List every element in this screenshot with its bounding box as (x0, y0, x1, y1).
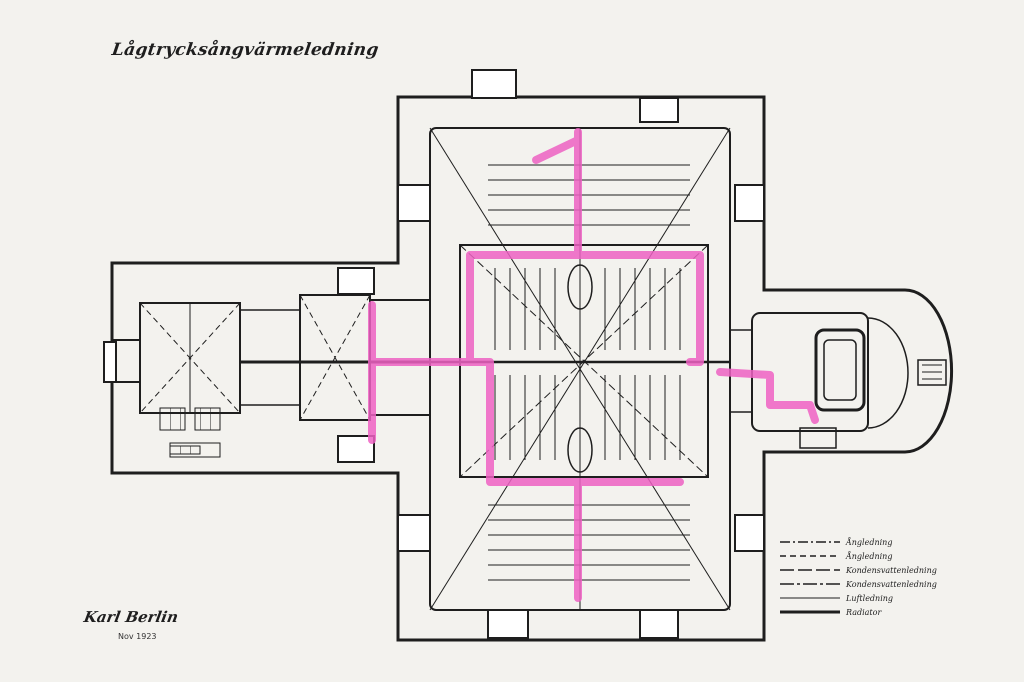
legend-item: Ångledning (780, 552, 892, 561)
heating-pipes (368, 128, 819, 602)
outer-walls (110, 95, 954, 642)
legend-label: Kondensvattenledning (845, 580, 937, 589)
legend-item: Luftledning (780, 594, 893, 603)
legend-label: Ångledning (845, 552, 892, 561)
signature: Karl Berlin (82, 608, 180, 626)
legend-item: Radiator (780, 608, 882, 617)
legend-item: Ångledning (780, 538, 892, 547)
west-wing (111, 294, 431, 458)
legend-label: Kondensvattenledning (845, 566, 937, 575)
legend-label: Ångledning (845, 538, 892, 547)
pew-rows-upper (488, 164, 690, 350)
east-chancel (729, 312, 947, 449)
pew-rows-lower (488, 375, 690, 581)
buttresses (103, 69, 765, 639)
signature-date: Nov 1923 (118, 632, 157, 641)
legend-label: Radiator (845, 608, 882, 617)
legend-item: Kondensvattenledning (780, 580, 937, 589)
legend-item: Kondensvattenledning (780, 566, 937, 575)
legend-label: Luftledning (845, 594, 893, 603)
legend: Ångledning Ångledning Kondensvattenledni… (780, 538, 937, 617)
central-pillar-marks (567, 264, 593, 473)
